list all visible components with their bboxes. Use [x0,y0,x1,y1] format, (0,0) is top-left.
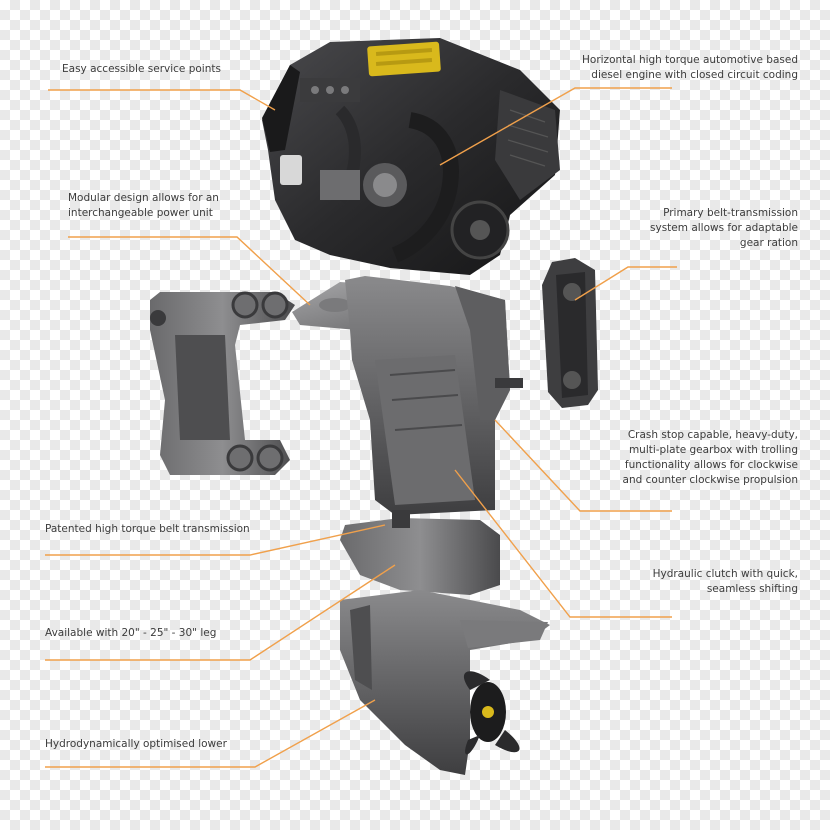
leader-belt-system [574,266,677,301]
callout-lower: Hydrodynamically optimised lower [45,738,227,750]
leader-leg [45,564,396,661]
callout-belt-system: Primary belt-transmission system allows … [650,207,798,249]
belt-transmission-cover [542,258,598,408]
belt-housing [340,510,500,595]
leader-belt-transmission [45,524,386,556]
lower-unit [340,590,550,775]
callout-modular: Modular design allows for an interchange… [68,192,219,219]
leader-engine [439,87,672,166]
propeller [463,671,520,755]
leader-modular [68,236,311,306]
reservoir [280,155,302,185]
callout-clutch: Hydraulic clutch with quick, seamless sh… [652,568,798,595]
mounting-bracket [150,291,295,475]
leader-clutch [454,469,672,618]
callout-gearbox: Crash stop capable, heavy-duty, multi-pl… [622,429,798,486]
callout-belt-transmission: Patented high torque belt transmission [45,523,250,535]
callout-engine: Horizontal high torque automotive based … [582,54,798,81]
midsection-gearbox [345,276,523,515]
leader-gearbox [494,419,672,512]
engine-block [262,38,560,275]
callout-leg: Available with 20" - 25" - 30" leg [45,627,217,639]
leader-service-points [48,89,276,111]
leader-lines [45,87,677,768]
callout-service-points: Easy accessible service points [62,63,221,75]
leader-lower [45,699,376,768]
